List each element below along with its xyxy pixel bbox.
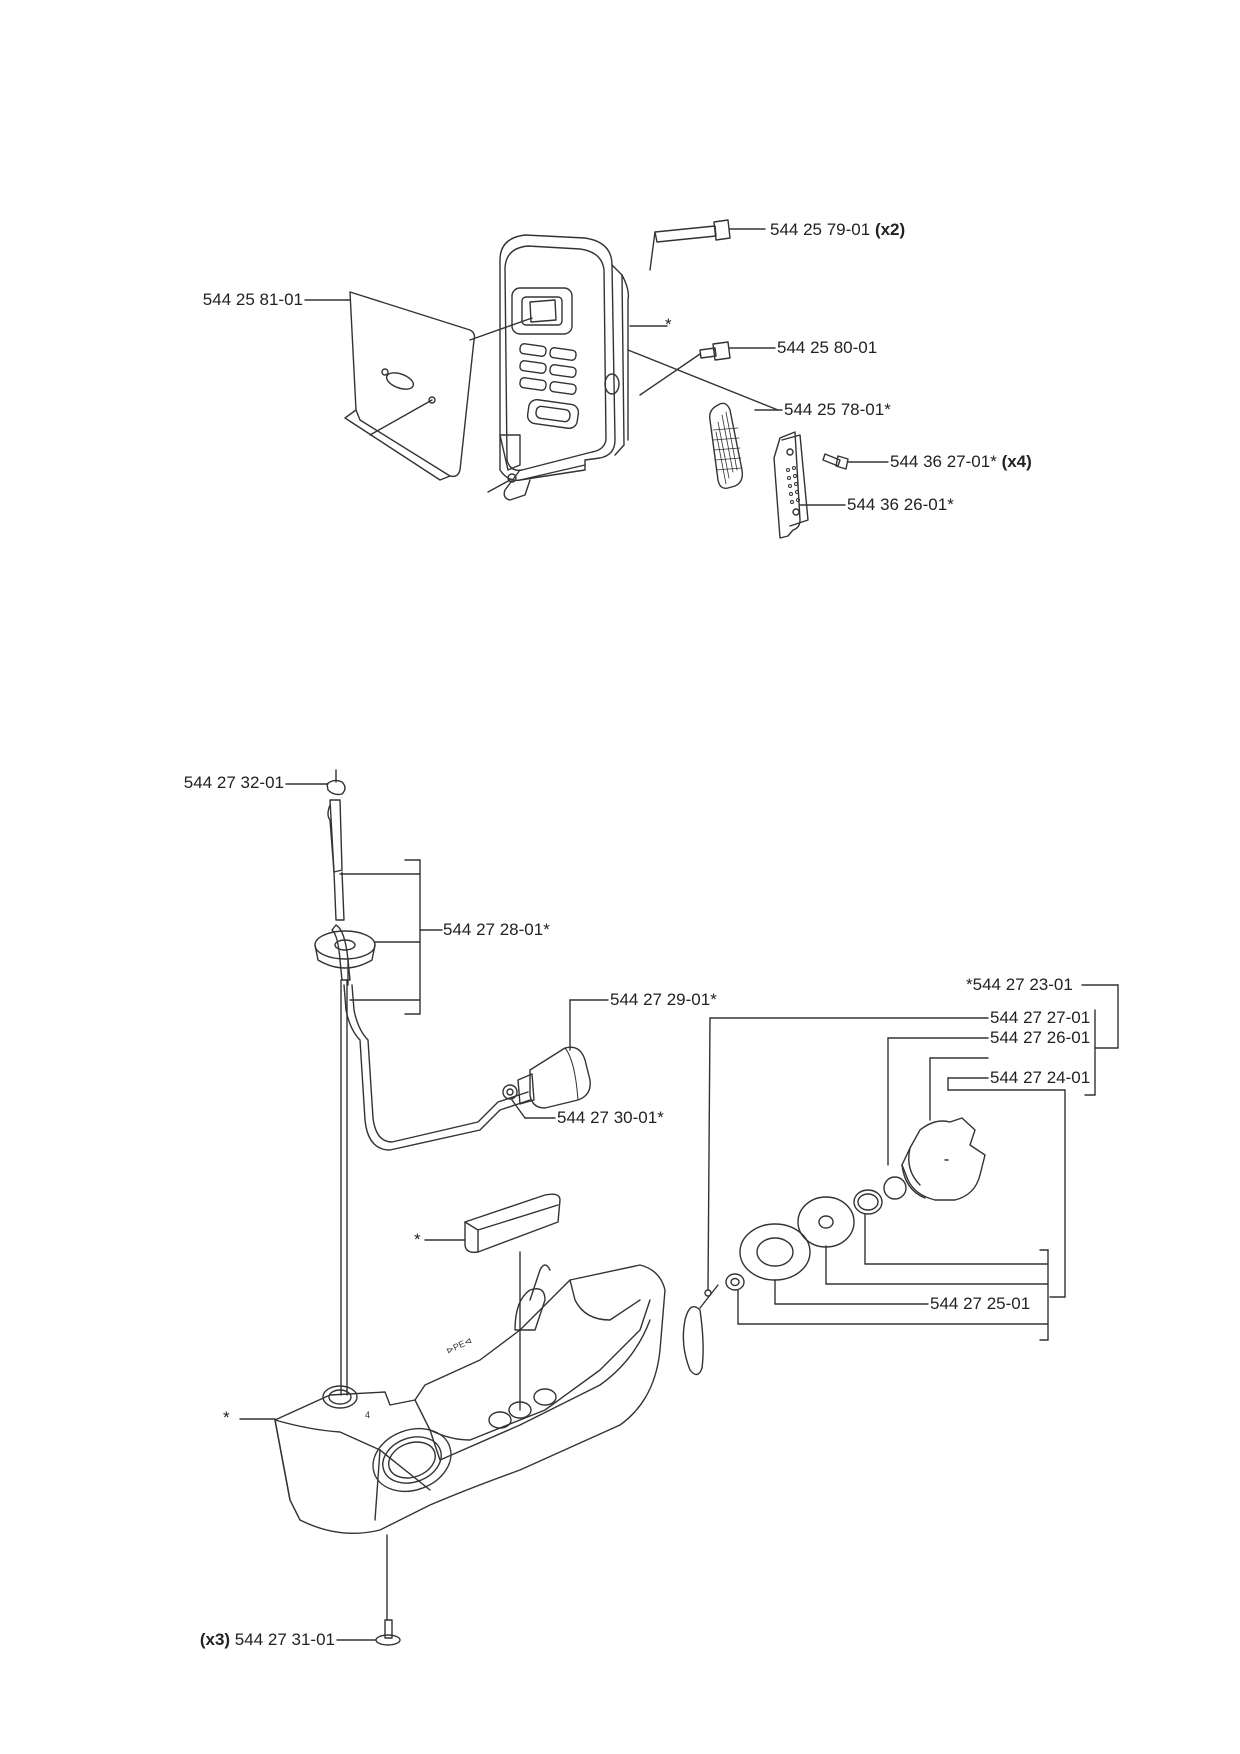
cap-strap	[682, 1284, 719, 1376]
cap-small-disc	[883, 1176, 907, 1200]
label-cap-assy: *544 27 23-01	[966, 975, 1073, 994]
label-vent-hose-assy: 544 27 28-01*	[443, 920, 550, 939]
label-cap-part-26: 544 27 26-01	[990, 1028, 1091, 1047]
label-muffler-star: *	[665, 315, 672, 334]
label-foot: (x3) 544 27 31-01	[199, 1630, 335, 1649]
cap-retainer	[853, 1189, 883, 1215]
clip-544-27-32	[285, 769, 346, 796]
vent-hose	[327, 799, 351, 981]
gasket-plate	[344, 291, 476, 481]
fuel-hose	[343, 984, 531, 1151]
label-bolt: 544 25 79-01 (x2)	[770, 220, 906, 239]
muffler-body	[487, 234, 630, 501]
label-spark-screen: 544 25 78-01*	[784, 400, 891, 419]
pad	[424, 1193, 561, 1411]
cover-plate-544-36-26	[773, 431, 846, 539]
cap-gasket-ring	[739, 1223, 811, 1281]
small-screw-544-36-27	[822, 453, 889, 470]
label-cap-part-25: 544 27 25-01	[930, 1294, 1031, 1313]
hose-clip-544-27-30	[502, 1084, 556, 1119]
label-pad-star: *	[414, 1230, 421, 1249]
svg-text:⊳PE⊲: ⊳PE⊲	[445, 1335, 474, 1356]
fuel-filter-544-27-29	[517, 999, 609, 1109]
foot-544-27-31	[336, 1534, 401, 1646]
label-tank-star: *	[223, 1408, 230, 1427]
cap-washer	[797, 1196, 855, 1248]
label-cap-part-27: 544 27 27-01	[990, 1008, 1091, 1027]
grommet	[314, 930, 376, 986]
label-gasket: 544 25 81-01	[202, 290, 303, 309]
label-small-screw: 544 36 27-01* (x4)	[890, 452, 1032, 471]
label-fuel-filter: 544 27 29-01*	[610, 990, 717, 1009]
label-clip: 544 27 32-01	[183, 773, 284, 792]
cap-pin	[704, 1017, 712, 1297]
bolt-544-25-79	[649, 219, 766, 271]
cap-knob	[901, 1117, 986, 1201]
label-hose-clip: 544 27 30-01*	[557, 1108, 664, 1127]
spark-screen	[627, 349, 783, 490]
screw-544-25-80	[639, 341, 776, 396]
label-cover-plate: 544 36 26-01*	[847, 495, 954, 514]
fuel-tank-body: ⊳PE⊲ 4	[239, 1264, 666, 1534]
cap-nut	[725, 1273, 745, 1291]
svg-text:4: 4	[365, 1410, 370, 1420]
label-screw: 544 25 80-01	[777, 338, 878, 357]
hose-assy-bracket	[339, 859, 443, 1396]
label-cap-part-24: 544 27 24-01	[990, 1068, 1091, 1087]
